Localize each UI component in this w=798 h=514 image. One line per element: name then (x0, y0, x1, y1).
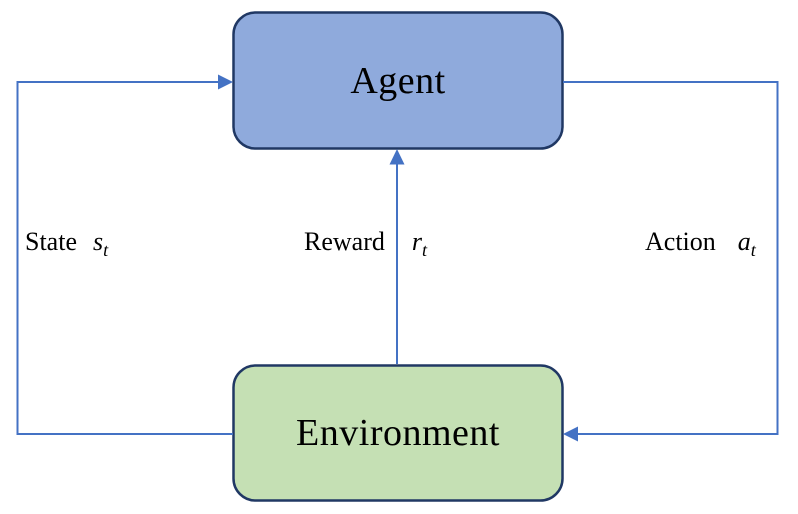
reward-variable: r (411, 227, 422, 256)
action-subscript: t (750, 240, 756, 261)
action-label-text: Action (645, 227, 716, 256)
action-arrow-line (563, 81, 779, 435)
reward-arrowhead-icon (389, 149, 405, 165)
state-variable: s (93, 227, 104, 256)
state-label-text: State (25, 227, 77, 256)
state-arrow-line (16, 81, 233, 435)
reward-subscript: t (421, 240, 428, 261)
action-arrowhead-icon (563, 426, 578, 442)
environment-box (232, 364, 564, 502)
action-variable: a (737, 227, 751, 256)
state-arrowhead-icon (218, 74, 233, 90)
state-subscript: t (103, 240, 109, 261)
agent-box (232, 11, 564, 150)
reward-label-text: Reward (304, 227, 385, 256)
